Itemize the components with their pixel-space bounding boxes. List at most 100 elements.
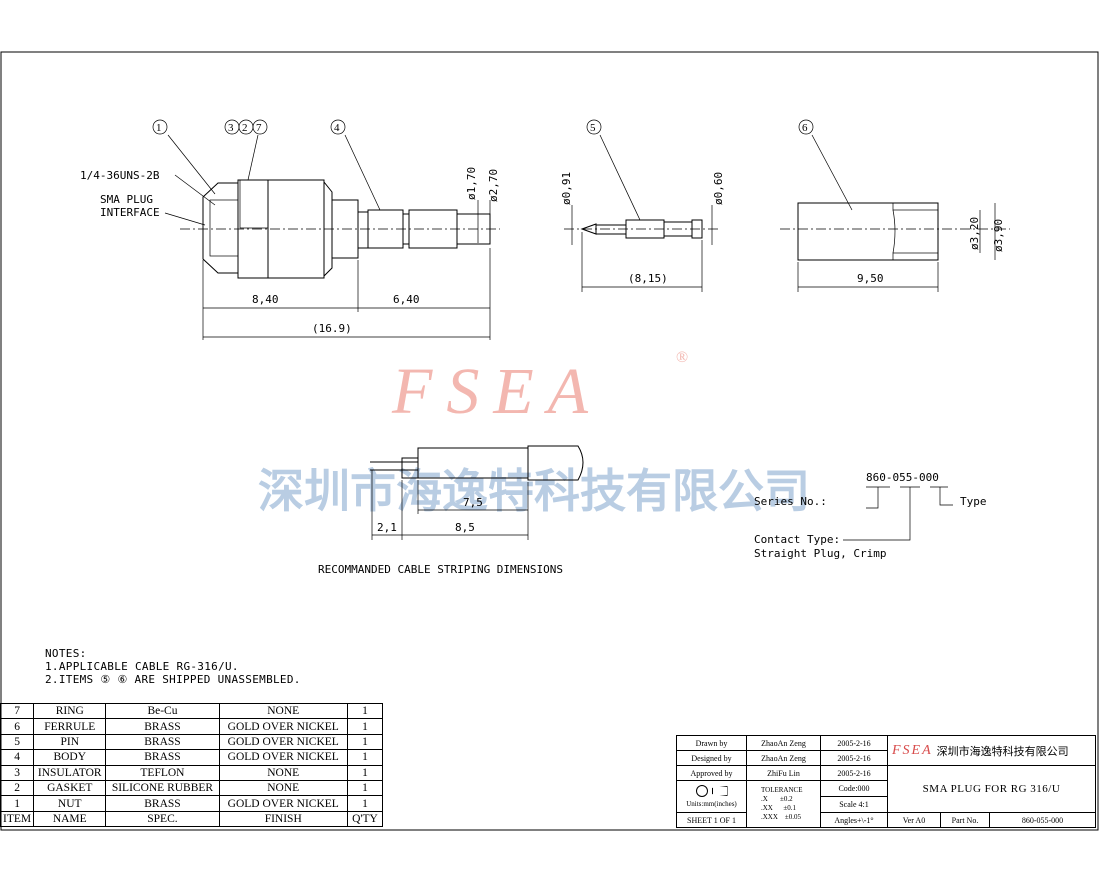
dim-6-40: 6,40 bbox=[393, 293, 420, 306]
table-cell: GASKET bbox=[33, 779, 107, 797]
table-cell: 3 bbox=[0, 764, 35, 781]
dim-dia-2-70: ø2,70 bbox=[487, 169, 500, 202]
series-label: Series No.: bbox=[754, 495, 827, 508]
part-no-label: Part No. bbox=[940, 812, 990, 828]
svg-text:1: 1 bbox=[156, 122, 162, 134]
drawing-frame bbox=[0, 51, 1099, 831]
table-cell: NAME bbox=[33, 810, 107, 828]
contact-type-label: Contact Type: bbox=[754, 533, 840, 546]
tol-xxx: .XXX ±0.05 bbox=[761, 813, 802, 821]
tol-xx: .XX ±0.1 bbox=[761, 804, 796, 812]
notes-line-2: 2.ITEMS ⑤ ⑥ ARE SHIPPED UNASSEMBLED. bbox=[45, 673, 301, 686]
table-cell: 1 bbox=[346, 749, 384, 766]
table-cell: 1 bbox=[346, 702, 384, 720]
balloon-3: 3 bbox=[224, 119, 240, 135]
table-cell: BRASS bbox=[105, 749, 220, 766]
dim-9-50: 9,50 bbox=[857, 272, 884, 285]
dim-dia-1-70: ø1,70 bbox=[465, 167, 478, 200]
scale-cell: Scale 4:1 bbox=[820, 796, 888, 813]
drawn-name: ZhaoAn Zeng bbox=[746, 735, 821, 751]
table-cell: 1 bbox=[346, 764, 384, 781]
table-cell: 1 bbox=[346, 733, 384, 751]
dim-8-15: (8,15) bbox=[628, 272, 668, 285]
designed-date: 2005-2-16 bbox=[820, 750, 888, 766]
dim-dia-0-60: ø0,60 bbox=[712, 172, 725, 205]
projection-icon bbox=[695, 785, 728, 797]
drawn-date: 2005-2-16 bbox=[820, 735, 888, 751]
table-cell: BRASS bbox=[105, 795, 220, 812]
tol-x: .X ±0.2 bbox=[761, 795, 793, 803]
notes-title: NOTES: bbox=[45, 647, 87, 660]
table-cell: 6 bbox=[0, 718, 35, 735]
dim-7-5: 7,5 bbox=[463, 496, 483, 509]
dim-8-5: 8,5 bbox=[455, 521, 475, 534]
designed-label: Designed by bbox=[676, 750, 747, 766]
company-cell: FSEA 深圳市海逸特科技有限公司 bbox=[887, 735, 1096, 766]
balloon-5: 5 bbox=[586, 119, 602, 135]
watermark-registered: ® bbox=[676, 349, 688, 366]
table-cell: SPEC. bbox=[105, 810, 220, 828]
dim-8-40: 8,40 bbox=[252, 293, 279, 306]
table-cell: PIN bbox=[33, 733, 107, 751]
ferrule-view bbox=[780, 134, 1010, 292]
tolerance-cell: TOLERANCE .X ±0.2 .XX ±0.1 .XXX ±0.05 bbox=[746, 780, 821, 828]
approved-date: 2005-2-16 bbox=[820, 765, 888, 781]
table-cell: FINISH bbox=[218, 810, 348, 828]
table-cell: ITEM bbox=[0, 810, 35, 828]
code-cell: Code:000 bbox=[820, 780, 888, 797]
table-cell: 1 bbox=[346, 779, 384, 797]
units-cell: Units:mm(inches) bbox=[676, 780, 747, 813]
assembly-view bbox=[164, 134, 500, 340]
table-cell: NONE bbox=[218, 702, 348, 720]
type-label: Type bbox=[960, 495, 987, 508]
drawn-label: Drawn by bbox=[676, 735, 747, 751]
watermark-logo: FSEA bbox=[391, 355, 602, 428]
dim-16-9: (16.9) bbox=[312, 322, 352, 335]
balloon-2: 2 bbox=[238, 119, 254, 135]
balloon-7: 7 bbox=[252, 119, 268, 135]
table-cell: NONE bbox=[218, 779, 348, 797]
svg-text:3: 3 bbox=[228, 122, 234, 134]
units-label: Units:mm(inches) bbox=[686, 800, 737, 808]
designed-name: ZhaoAn Zeng bbox=[746, 750, 821, 766]
dim-2-1: 2,1 bbox=[377, 521, 397, 534]
interface-label-2: INTERFACE bbox=[100, 206, 160, 219]
table-cell: INSULATOR bbox=[33, 764, 107, 781]
svg-text:2: 2 bbox=[242, 122, 248, 134]
table-cell: SILICONE RUBBER bbox=[105, 779, 220, 797]
balloon-1: 1 bbox=[152, 119, 168, 135]
svg-text:5: 5 bbox=[590, 122, 596, 134]
table-cell: 1 bbox=[346, 718, 384, 735]
table-cell: TEFLON bbox=[105, 764, 220, 781]
company-logo: FSEA bbox=[892, 742, 933, 758]
svg-text:6: 6 bbox=[802, 122, 808, 134]
table-cell: FERRULE bbox=[33, 718, 107, 735]
table-cell: RING bbox=[33, 702, 107, 720]
watermark-company: 深圳市海逸特科技有限公司 bbox=[258, 464, 810, 518]
approved-name: ZhiFu Lin bbox=[746, 765, 821, 781]
table-cell: GOLD OVER NICKEL bbox=[218, 795, 348, 812]
pin-view bbox=[564, 134, 720, 292]
dim-dia-3-90: ø3,90 bbox=[992, 219, 1005, 252]
approved-label: Approved by bbox=[676, 765, 747, 781]
table-cell: Q'TY bbox=[346, 810, 384, 828]
notes-line-1: 1.APPLICABLE CABLE RG-316/U. bbox=[45, 660, 239, 673]
table-cell: NUT bbox=[33, 795, 107, 812]
table-cell: BRASS bbox=[105, 733, 220, 751]
title-block: Drawn by ZhaoAn Zeng 2005-2-16 Designed … bbox=[676, 735, 1096, 828]
notes: NOTES: 1.APPLICABLE CABLE RG-316/U. 2.IT… bbox=[45, 647, 301, 686]
angles-cell: Angles+\-1° bbox=[820, 812, 888, 828]
svg-text:4: 4 bbox=[334, 122, 340, 134]
table-cell: 1 bbox=[0, 795, 35, 812]
balloon-6: 6 bbox=[798, 119, 814, 135]
dim-dia-0-91: ø0,91 bbox=[560, 172, 573, 205]
table-cell: Be-Cu bbox=[105, 702, 220, 720]
